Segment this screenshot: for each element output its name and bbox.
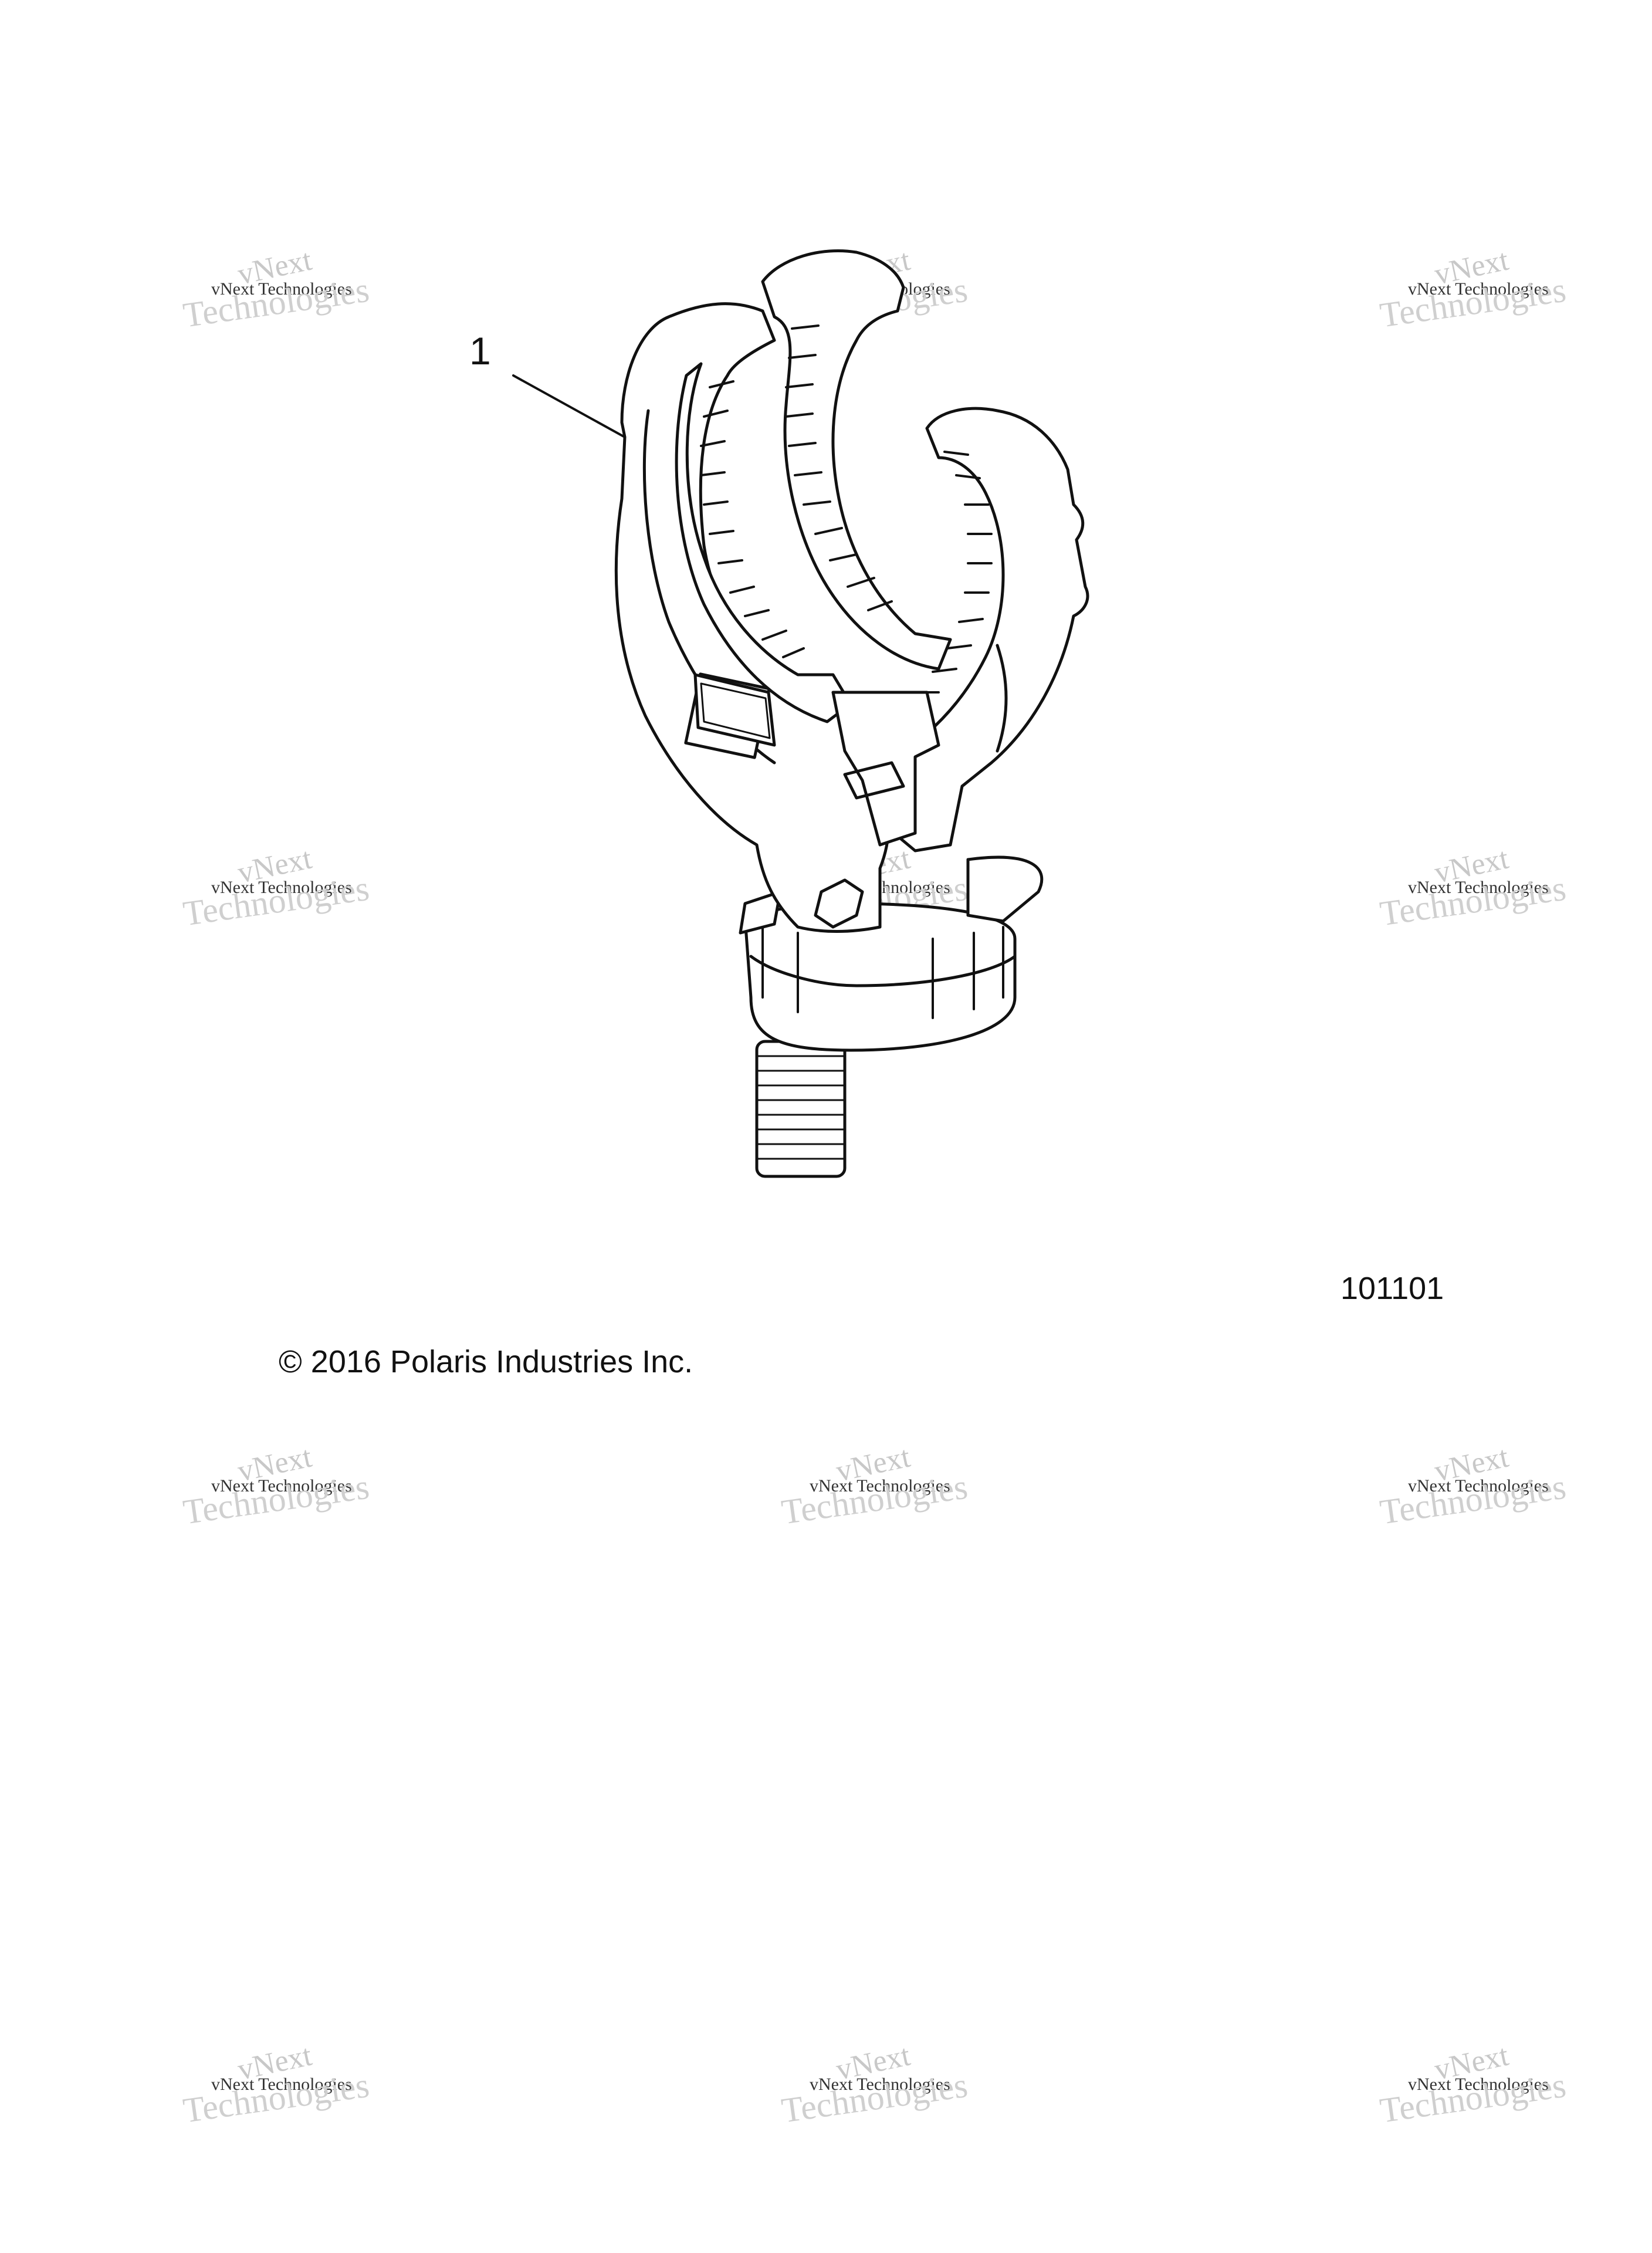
callout-number: 1 <box>469 329 491 373</box>
figure-number: 101101 <box>1340 1271 1444 1306</box>
threaded-stud <box>755 1040 847 1178</box>
clamp-body <box>614 249 1089 933</box>
label-plate <box>693 673 776 747</box>
callout-leader-line <box>512 374 626 438</box>
copyright-notice: © 2016 Polaris Industries Inc. <box>279 1344 693 1379</box>
